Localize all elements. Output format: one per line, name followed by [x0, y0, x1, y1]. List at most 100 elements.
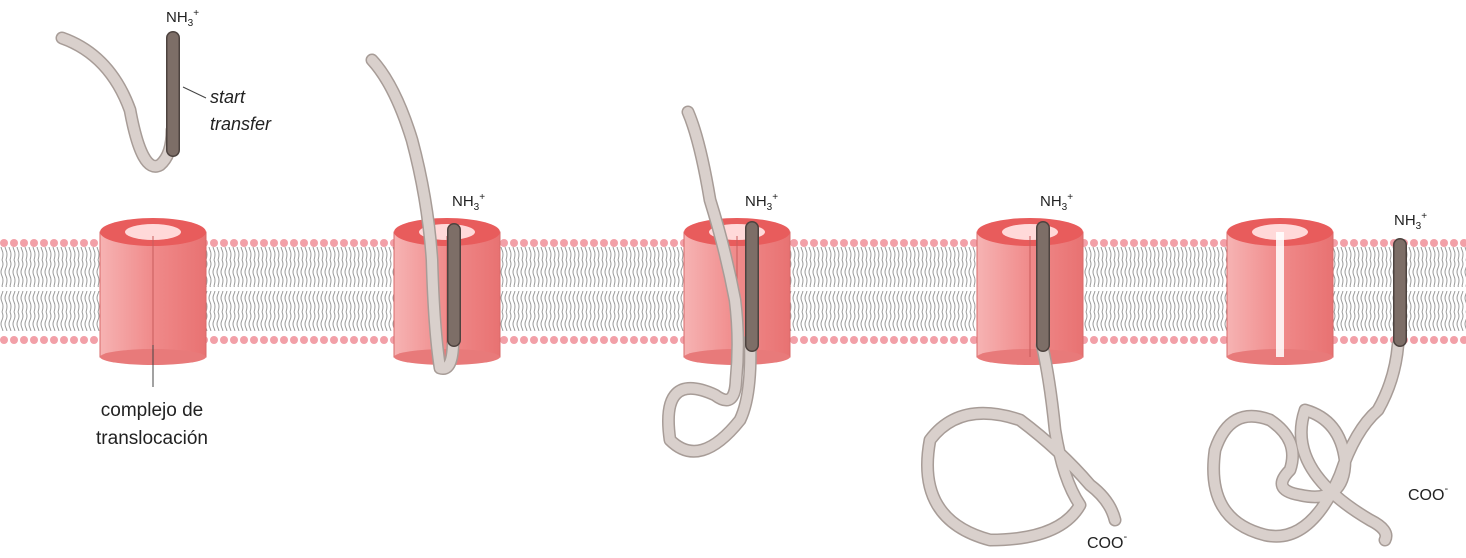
lipid-head [1380, 239, 1388, 247]
lipid-head [1190, 336, 1198, 344]
peptide-chain-5 [1214, 345, 1398, 540]
lipid-head [510, 239, 518, 247]
lipid-head [1150, 336, 1158, 344]
lipid-head [10, 336, 18, 344]
lipid-head [520, 336, 528, 344]
lipid-head [800, 239, 808, 247]
lipid-head [960, 336, 968, 344]
lipid-head [870, 239, 878, 247]
lipid-head [610, 336, 618, 344]
lipid-head [1340, 239, 1348, 247]
lipid-head [550, 336, 558, 344]
lipid-head [1410, 336, 1418, 344]
lipid-head [790, 336, 798, 344]
lipid-head [560, 239, 568, 247]
nh3-label-5: NH3+ [1394, 211, 1427, 232]
lipid-head [290, 336, 298, 344]
lipid-head [570, 239, 578, 247]
lipid-head [1360, 239, 1368, 247]
lipid-head [1140, 239, 1148, 247]
lipid-head [810, 239, 818, 247]
lipid-head [1140, 336, 1148, 344]
lipid-head [1350, 239, 1358, 247]
lipid-head [1120, 336, 1128, 344]
lipid-head [50, 239, 58, 247]
lipid-head [60, 239, 68, 247]
lipid-head [560, 336, 568, 344]
lipid-head [530, 336, 538, 344]
translocon-channel [100, 218, 206, 365]
lipid-head [590, 336, 598, 344]
lipid-head [310, 336, 318, 344]
lipid-head [260, 239, 268, 247]
lipid-head [220, 239, 228, 247]
lipid-head [1100, 239, 1108, 247]
lipid-head [580, 336, 588, 344]
lipid-head [90, 239, 98, 247]
lipid-head [1150, 239, 1158, 247]
lipid-head [1460, 336, 1466, 344]
lipid-head [280, 239, 288, 247]
lipid-head [1430, 336, 1438, 344]
lipid-head [540, 239, 548, 247]
lipid-head [790, 239, 798, 247]
lipid-head [950, 239, 958, 247]
translocon-channel [1227, 218, 1333, 365]
lipid-head [880, 336, 888, 344]
lipid-head [1360, 336, 1368, 344]
lipid-head [870, 336, 878, 344]
translocon-channel [977, 218, 1083, 365]
lipid-head [610, 239, 618, 247]
complex-label-line2: translocación [96, 428, 208, 449]
lipid-head [890, 336, 898, 344]
lipid-head [820, 336, 828, 344]
start-transfer-pointer [183, 87, 206, 98]
lipid-head [1180, 239, 1188, 247]
lipid-head [1350, 336, 1358, 344]
lipid-head [530, 239, 538, 247]
lipid-head [380, 239, 388, 247]
lipid-head [1450, 239, 1458, 247]
lipid-head [300, 336, 308, 344]
lipid-head [220, 336, 228, 344]
lipid-head [60, 336, 68, 344]
lipid-head [70, 336, 78, 344]
lipid-head [210, 239, 218, 247]
lipid-head [1160, 336, 1168, 344]
lipid-head [500, 239, 508, 247]
lipid-head [270, 239, 278, 247]
lipid-head [1430, 239, 1438, 247]
nh3-label-1: NH3+ [166, 8, 199, 29]
lipid-head [620, 336, 628, 344]
lipid-head [340, 239, 348, 247]
lipid-head [600, 239, 608, 247]
lipid-head [40, 239, 48, 247]
lipid-head [350, 239, 358, 247]
lipid-head [1420, 239, 1428, 247]
lipid-head [30, 239, 38, 247]
lipid-head [860, 239, 868, 247]
lipid-head [300, 239, 308, 247]
lipid-head [920, 336, 928, 344]
lipid-head [320, 336, 328, 344]
lipid-head [70, 239, 78, 247]
lipid-head [1110, 336, 1118, 344]
start-transfer-label-line2: transfer [210, 114, 272, 134]
lipid-head [510, 336, 518, 344]
lipid-head [810, 336, 818, 344]
lipid-head [900, 239, 908, 247]
complex-label-line1: complejo de [101, 400, 203, 421]
lipid-head [640, 239, 648, 247]
coo-label-4: COO- [1087, 531, 1127, 552]
lipid-head [380, 336, 388, 344]
lipid-head [1440, 239, 1448, 247]
lipid-head [820, 239, 828, 247]
lipid-head [1130, 239, 1138, 247]
lipid-head [910, 336, 918, 344]
lipid-head [650, 336, 658, 344]
lipid-head [0, 239, 8, 247]
lipid-head [1370, 239, 1378, 247]
lipid-head [620, 239, 628, 247]
lipid-head [1370, 336, 1378, 344]
